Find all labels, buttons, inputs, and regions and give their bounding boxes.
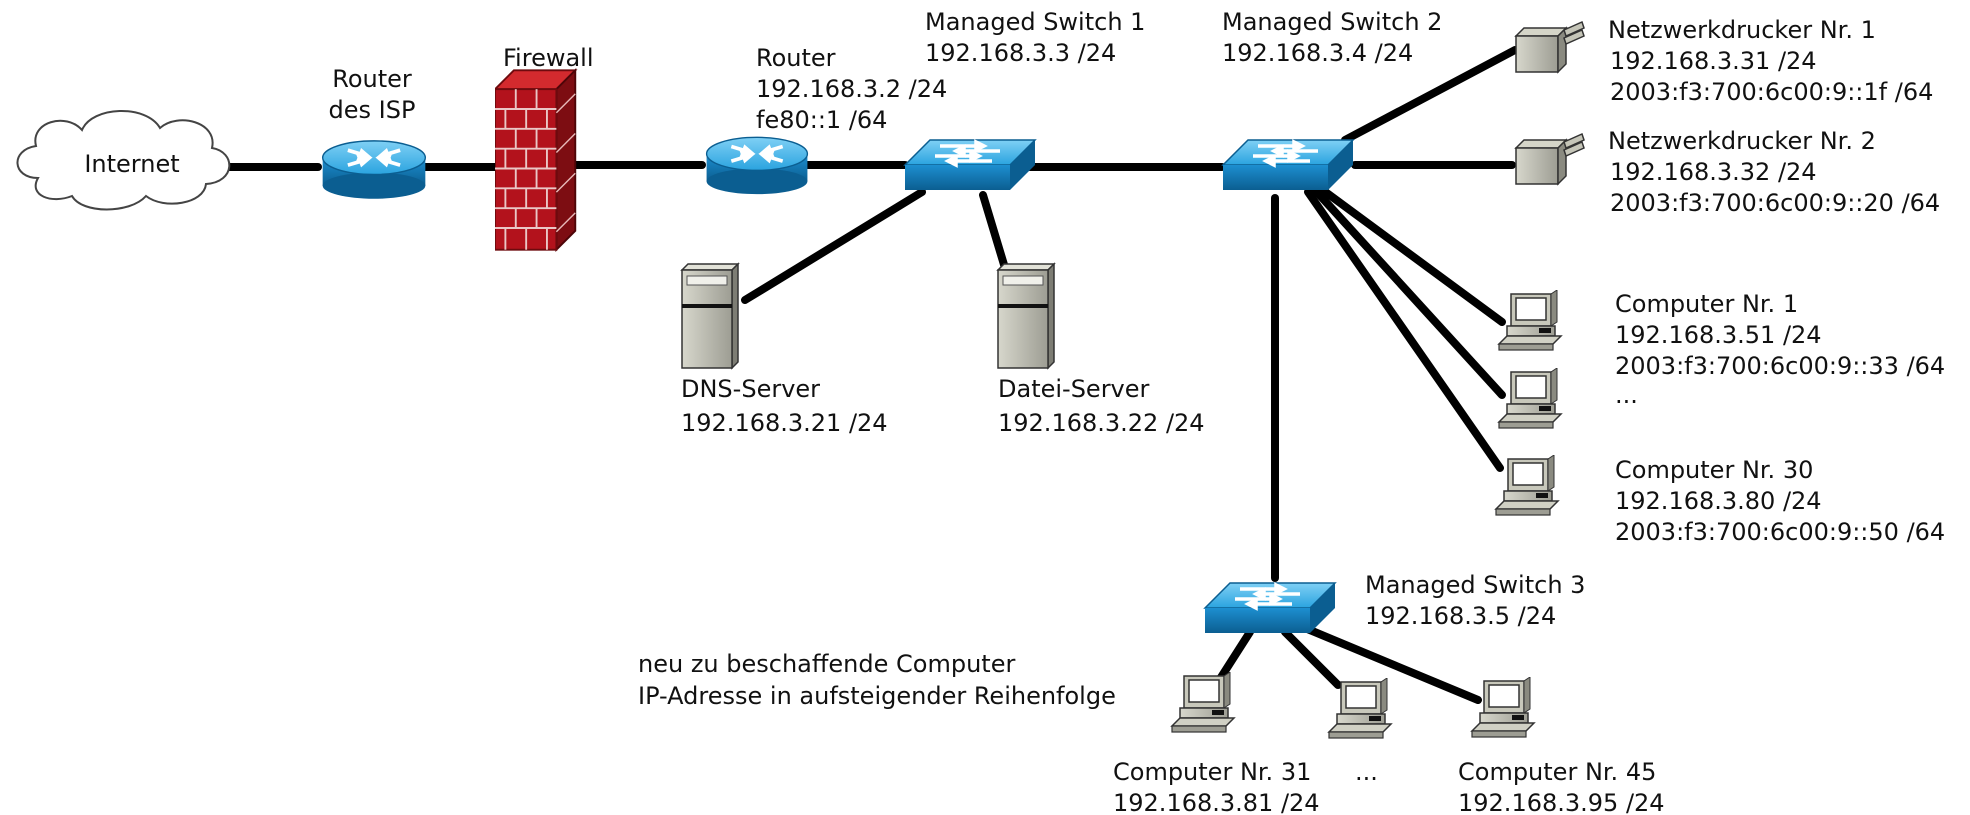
computer30-label: Computer Nr. 30 xyxy=(1615,456,1813,484)
firewall-label: Firewall xyxy=(503,44,594,72)
printer2-label: Netzwerkdrucker Nr. 2 xyxy=(1608,127,1876,155)
computer1-ipv4: 192.168.3.51 /24 xyxy=(1615,321,1822,349)
file-server-label: Datei-Server xyxy=(998,375,1150,403)
computer-icon xyxy=(1495,455,1559,516)
switch3-ip: 192.168.3.5 /24 xyxy=(1365,602,1556,630)
link-switch2-printer1 xyxy=(1341,46,1519,144)
computer-icon xyxy=(1498,290,1562,351)
network-links xyxy=(224,46,1519,704)
file-server xyxy=(996,262,1056,370)
labels: Internet Router des ISP Firewall Router … xyxy=(84,8,1945,815)
firewall-icon xyxy=(495,69,577,251)
computer31-ipv4: 192.168.3.81 /24 xyxy=(1113,789,1320,815)
computer45 xyxy=(1471,677,1535,738)
computer31 xyxy=(1171,672,1235,733)
server-icon xyxy=(680,262,740,370)
computer45-label: Computer Nr. 45 xyxy=(1458,758,1656,786)
dns-server-label: DNS-Server xyxy=(681,375,820,403)
router-ipv6: fe80::1 /64 xyxy=(756,106,887,134)
router-ipv4: 192.168.3.2 /24 xyxy=(756,75,947,103)
printer2 xyxy=(1515,133,1585,185)
link-switch2-computer30 xyxy=(1304,188,1504,472)
switch1-ip: 192.168.3.3 /24 xyxy=(925,39,1116,67)
ellipsis-right: ... xyxy=(1615,381,1638,409)
ellipsis-bottom: ... xyxy=(1355,758,1378,786)
printer-icon xyxy=(1515,21,1585,73)
isp-router xyxy=(320,138,428,201)
switch3 xyxy=(1203,581,1337,635)
router-icon xyxy=(320,138,428,201)
computer-mid-right xyxy=(1498,368,1562,429)
printer1-label: Netzwerkdrucker Nr. 1 xyxy=(1608,16,1876,44)
switch-icon xyxy=(1221,138,1355,192)
computer30-ipv6: 2003:f3:700:6c00:9::50 /64 xyxy=(1615,518,1945,546)
router xyxy=(704,135,810,197)
switch-icon xyxy=(1203,581,1337,635)
link-switch2-computer-mid xyxy=(1311,186,1506,399)
file-server-ip: 192.168.3.22 /24 xyxy=(998,409,1205,437)
computer30-ipv4: 192.168.3.80 /24 xyxy=(1615,487,1822,515)
computer45-ipv4: 192.168.3.95 /24 xyxy=(1458,789,1665,815)
new-computers-note-line2: IP-Adresse in aufsteigender Reihenfolge xyxy=(638,682,1116,710)
switch2 xyxy=(1221,138,1355,192)
cloud-icon xyxy=(16,110,231,211)
link-switch1-file-server xyxy=(979,191,1009,272)
switch1 xyxy=(903,138,1037,192)
computer1-ipv6: 2003:f3:700:6c00:9::33 /64 xyxy=(1615,352,1945,380)
computer-icon xyxy=(1171,672,1235,733)
printer-icon xyxy=(1515,133,1585,185)
computer-icon xyxy=(1498,368,1562,429)
router-label: Router xyxy=(756,44,836,72)
isp-router-label-line1: Router xyxy=(332,65,412,93)
router-icon xyxy=(704,135,810,197)
printer1-ipv4: 192.168.3.31 /24 xyxy=(1610,47,1817,75)
switch3-label: Managed Switch 3 xyxy=(1365,571,1585,599)
internet-label: Internet xyxy=(84,150,179,178)
printer1-ipv6: 2003:f3:700:6c00:9::1f /64 xyxy=(1610,78,1933,106)
dns-server-ip: 192.168.3.21 /24 xyxy=(681,409,888,437)
computer31-label: Computer Nr. 31 xyxy=(1113,758,1311,786)
computer1-label: Computer Nr. 1 xyxy=(1615,290,1798,318)
isp-router-label-line2: des ISP xyxy=(329,96,416,124)
computer-icon xyxy=(1471,677,1535,738)
firewall xyxy=(495,69,577,251)
printer2-ipv4: 192.168.3.32 /24 xyxy=(1610,158,1817,186)
switch1-label: Managed Switch 1 xyxy=(925,8,1145,36)
computer1 xyxy=(1498,290,1562,351)
switch2-ip: 192.168.3.4 /24 xyxy=(1222,39,1413,67)
link-switch3-computer45 xyxy=(1301,624,1482,704)
printer1 xyxy=(1515,21,1585,73)
switch-icon xyxy=(903,138,1037,192)
link-switch2-computer1 xyxy=(1316,184,1506,326)
computer30 xyxy=(1495,455,1559,516)
printer2-ipv6: 2003:f3:700:6c00:9::20 /64 xyxy=(1610,189,1940,217)
link-switch1-dns-server xyxy=(741,188,926,304)
dns-server xyxy=(680,262,740,370)
server-icon xyxy=(996,262,1056,370)
new-computers-note-line1: neu zu beschaffende Computer xyxy=(638,650,1015,678)
link-switch3-computer-mid xyxy=(1281,628,1342,689)
switch2-label: Managed Switch 2 xyxy=(1222,8,1442,36)
link-switch3-computer31 xyxy=(1214,628,1254,686)
